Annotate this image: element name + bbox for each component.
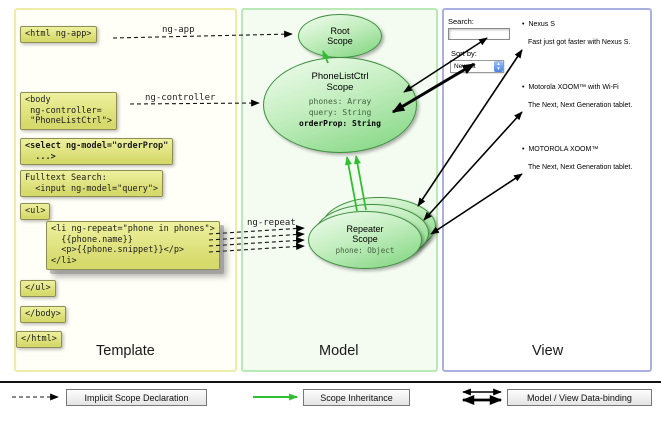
repeater-scope-ellipse-front: Repeater Scope phone: Object — [308, 211, 422, 269]
phone-item: •Nexus S — [522, 21, 555, 28]
phonelistctrl-scope-title: PhoneListCtrl Scope — [311, 71, 369, 94]
code-body-close: </body> — [20, 306, 66, 323]
phone-name: Nexus S — [528, 21, 555, 28]
phonelistctrl-scope-ellipse: PhoneListCtrl Scope phones: Array query:… — [263, 57, 417, 153]
code-body-open: <body ng-controller= "PhoneListCtrl"> — [20, 92, 117, 131]
ng-repeat-label: ng-repeat — [247, 218, 296, 228]
phone-item: •MOTOROLA XOOM™ — [522, 146, 598, 153]
legend-inheritance-box: Scope Inheritance — [303, 389, 410, 406]
phonelistctrl-scope-orderprop: orderProp: String — [299, 118, 381, 128]
phone-description: Fast just got faster with Nexus S. — [528, 39, 631, 46]
model-column-label: Model — [319, 343, 359, 359]
legend-separator-line — [0, 381, 661, 383]
code-select: <select ng-model="orderProp" ...> — [20, 138, 174, 166]
code-html-open: <html ng-app> — [20, 26, 97, 43]
code-li-repeat: <li ng-repeat="phone in phones"> {{phone… — [46, 221, 220, 270]
root-scope-title: Root Scope — [327, 25, 353, 46]
code-html-close: </html> — [16, 331, 62, 348]
repeater-scope-props: phone: Object — [335, 246, 395, 256]
phone-name: MOTOROLA XOOM™ — [528, 146, 599, 153]
phone-description: The Next, Next Generation tablet. — [528, 102, 633, 109]
bullet-icon: • — [522, 84, 525, 91]
sort-dropdown-value: Newest — [454, 63, 476, 70]
dropdown-stepper-icon: ▲▼ — [494, 61, 503, 72]
phonelistctrl-scope-props: phones: Array query: String — [308, 97, 372, 118]
code-ul-close: </ul> — [20, 280, 56, 297]
code-fulltext-search: Fulltext Search: <input ng-model="query"… — [20, 170, 164, 198]
sort-by-label: Sort by: — [451, 49, 477, 58]
view-column-label: View — [532, 343, 564, 359]
ng-app-label: ng-app — [162, 25, 195, 35]
legend-binding-box: Model / View Data-binding — [507, 389, 652, 406]
bullet-icon: • — [522, 146, 525, 153]
phone-item: •Motorola XOOM™ with Wi-Fi — [522, 84, 619, 91]
ng-controller-label: ng-controller — [145, 93, 216, 103]
phone-name: Motorola XOOM™ with Wi-Fi — [528, 84, 619, 91]
template-column-label: Template — [96, 343, 155, 359]
root-scope-ellipse: Root Scope — [298, 14, 382, 58]
sort-dropdown[interactable]: Newest ▲▼ — [450, 60, 504, 73]
phone-description: The Next, Next Generation tablet. — [528, 164, 633, 171]
search-label: Search: — [448, 17, 474, 26]
code-ul-open: <ul> — [20, 203, 51, 220]
legend-implicit-box: Implicit Scope Declaration — [66, 389, 207, 406]
bullet-icon: • — [522, 21, 525, 28]
search-input[interactable] — [448, 28, 510, 40]
repeater-scope-title: Repeater Scope — [346, 223, 384, 244]
